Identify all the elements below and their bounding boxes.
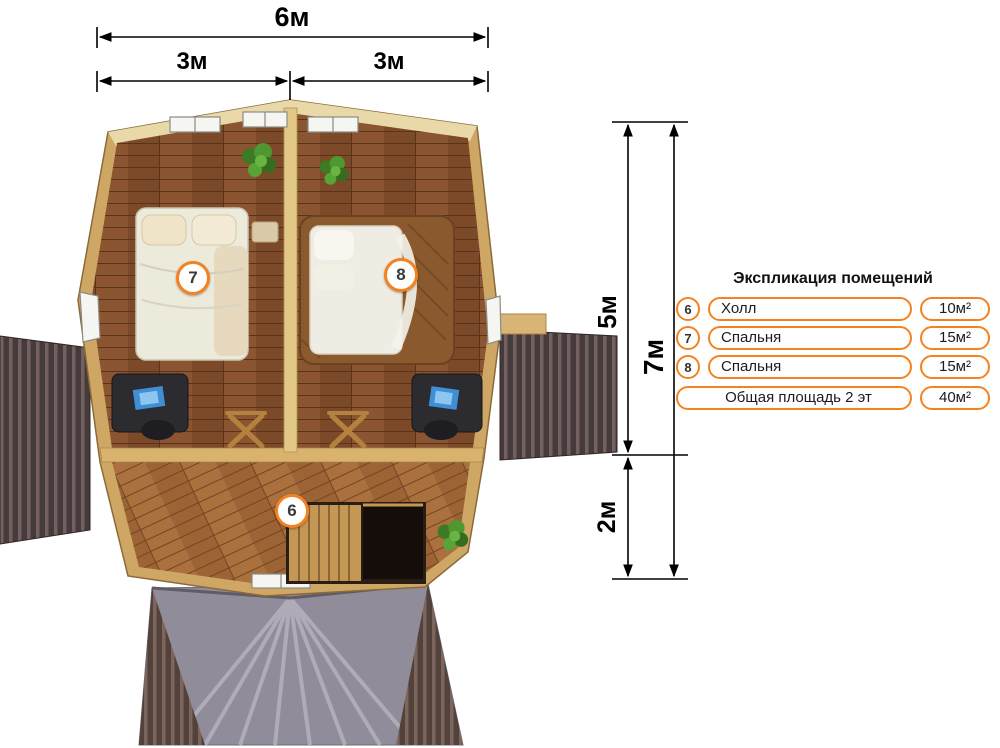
- dim-label-top-total: 6м: [274, 2, 310, 32]
- legend-row-total: Общая площадь 2 эт 40м²: [676, 386, 990, 410]
- legend-title: Экспликация помещений: [733, 270, 933, 287]
- left-roof: [0, 335, 91, 545]
- legend-room-area-bedroom8: 15м²: [920, 355, 990, 379]
- room-badge-6: 6: [275, 494, 309, 528]
- room-badge-7: 7: [176, 261, 210, 295]
- bed-room8: [299, 215, 455, 365]
- stool-room7: [225, 411, 267, 449]
- porch-roof: [138, 582, 464, 747]
- right-ledge: [499, 313, 547, 335]
- legend-row-hall: 6 Холл 10м²: [676, 297, 990, 321]
- legend-badge-6: 6: [676, 297, 700, 321]
- dim-label-side-lower: 2м: [593, 500, 621, 534]
- windows: [79, 111, 502, 589]
- dim-label-top-right: 3м: [373, 48, 405, 75]
- dimension-lines: [96, 27, 688, 580]
- legend-room-area-hall: 10м²: [920, 297, 990, 321]
- right-roof: [499, 329, 618, 461]
- legend-row-bedroom7: 7 Спальня 15м²: [676, 326, 990, 350]
- room-badge-8: 8: [384, 258, 418, 292]
- dim-label-side-total: 7м: [638, 338, 669, 376]
- legend-badge-7: 7: [676, 326, 700, 350]
- legend-row-bedroom8: 8 Спальня 15м²: [676, 355, 990, 379]
- dim-label-side-upper: 5м: [592, 295, 622, 329]
- legend-total-name: Общая площадь 2 эт: [676, 386, 912, 410]
- legend-room-name-bedroom7: Спальня: [708, 326, 912, 350]
- mid-wall: [99, 447, 485, 463]
- dim-label-top-left: 3м: [176, 48, 208, 75]
- legend-room-name-hall: Холл: [708, 297, 912, 321]
- desk-room7: [111, 373, 189, 440]
- legend-total-area: 40м²: [920, 386, 990, 410]
- legend: Экспликация помещений 6 Холл 10м² 7 Спал…: [676, 270, 990, 415]
- desk-room8: [411, 373, 483, 440]
- legend-room-name-bedroom8: Спальня: [708, 355, 912, 379]
- legend-room-area-bedroom7: 15м²: [920, 326, 990, 350]
- divider-wall: [283, 107, 298, 453]
- stool-room8: [327, 411, 369, 449]
- legend-badge-8: 8: [676, 355, 700, 379]
